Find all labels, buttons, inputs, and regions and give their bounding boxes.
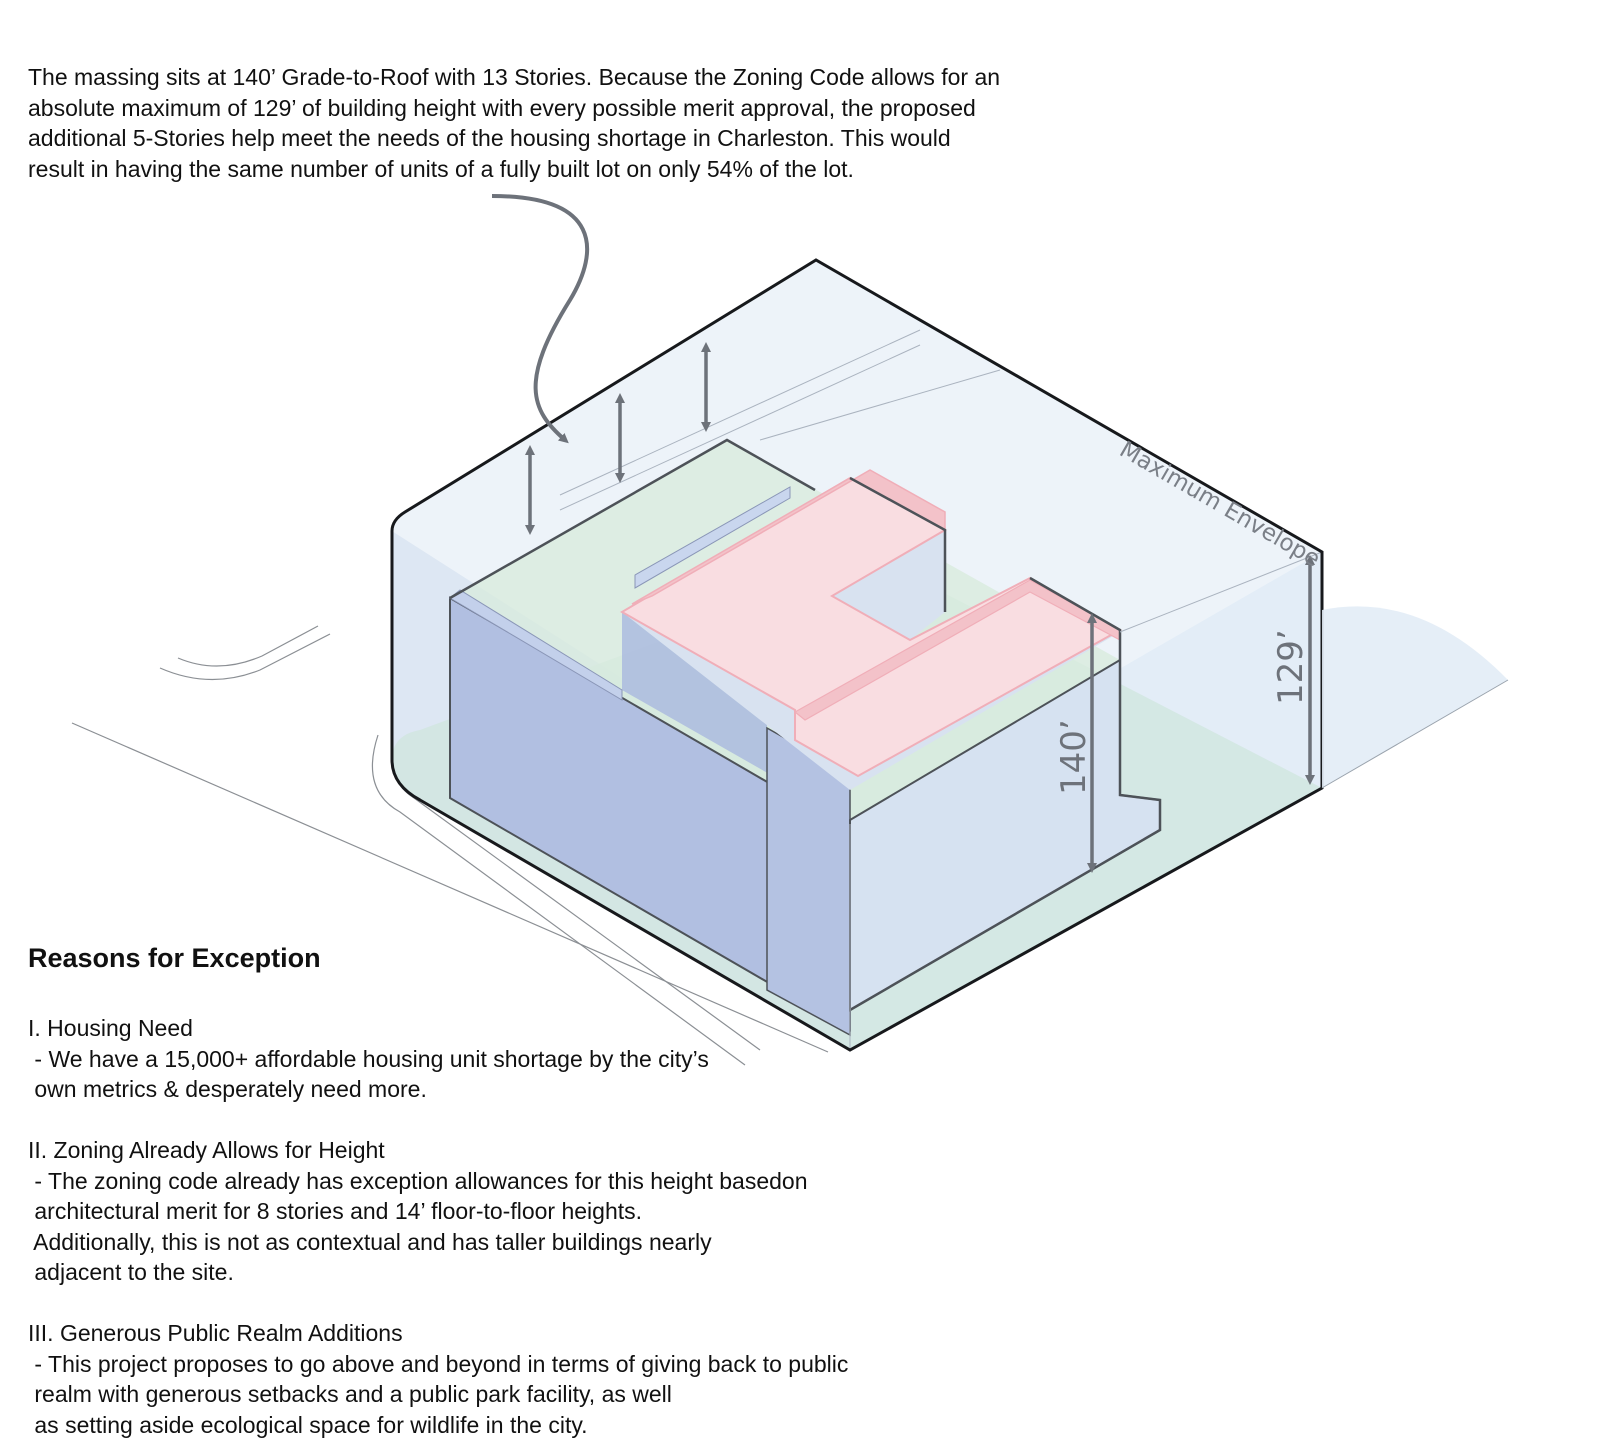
callout-curve bbox=[492, 196, 587, 440]
reason-line: - The zoning code already has exception … bbox=[28, 1166, 808, 1197]
intro-line: absolute maximum of 129’ of building hei… bbox=[28, 93, 1148, 124]
reason-line: own metrics & desperately need more. bbox=[28, 1074, 709, 1105]
reason-line: as setting aside ecological space for wi… bbox=[28, 1410, 848, 1440]
reason-heading: III. Generous Public Realm Additions bbox=[28, 1318, 848, 1349]
reason-line: architectural merit for 8 stories and 14… bbox=[28, 1196, 808, 1227]
reason-public-realm: III. Generous Public Realm Additions - T… bbox=[28, 1318, 848, 1440]
reasons-title: Reasons for Exception bbox=[28, 943, 321, 974]
reason-line: - We have a 15,000+ affordable housing u… bbox=[28, 1044, 709, 1075]
dimension-140-label: 140’ bbox=[1054, 719, 1094, 795]
intro-paragraph: The massing sits at 140’ Grade-to-Roof w… bbox=[28, 62, 1148, 184]
reason-heading: I. Housing Need bbox=[28, 1013, 709, 1044]
reason-zoning-height: II. Zoning Already Allows for Height - T… bbox=[28, 1135, 808, 1288]
ecological-area bbox=[1322, 606, 1508, 788]
intro-line: The massing sits at 140’ Grade-to-Roof w… bbox=[28, 62, 1148, 93]
intro-line: additional 5-Stories help meet the needs… bbox=[28, 123, 1148, 154]
dimension-129-label: 129’ bbox=[1271, 629, 1311, 705]
reason-line: realm with generous setbacks and a publi… bbox=[28, 1379, 848, 1410]
intro-line: result in having the same number of unit… bbox=[28, 154, 1148, 185]
reason-housing-need: I. Housing Need - We have a 15,000+ affo… bbox=[28, 1013, 709, 1105]
reason-line: - This project proposes to go above and … bbox=[28, 1349, 848, 1380]
reason-line: Additionally, this is not as contextual … bbox=[28, 1227, 808, 1258]
reason-heading: II. Zoning Already Allows for Height bbox=[28, 1135, 808, 1166]
reason-line: adjacent to the site. bbox=[28, 1257, 808, 1288]
